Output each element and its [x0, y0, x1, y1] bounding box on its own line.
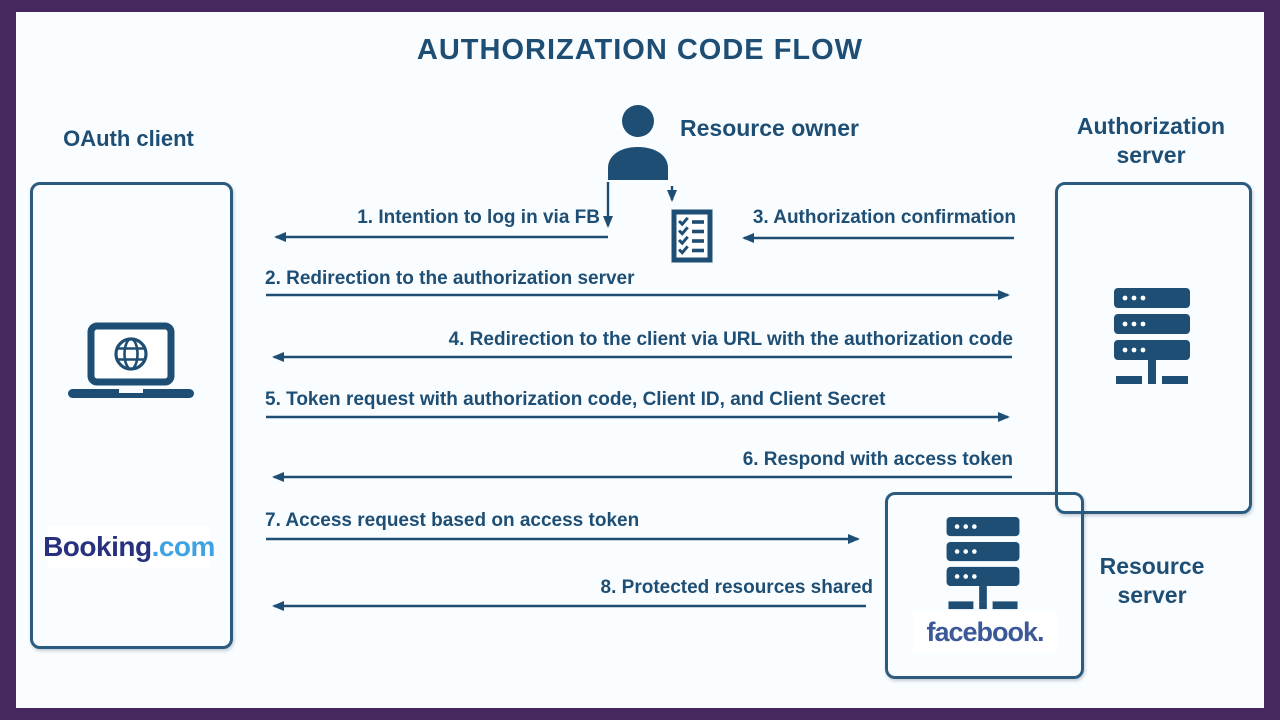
checklist-icon — [671, 209, 713, 263]
globe-icon — [114, 337, 148, 371]
laptop-icon — [66, 322, 196, 404]
step-5-label: 5. Token request with authorization code… — [265, 389, 886, 410]
step-4-label: 4. Redirection to the client via URL wit… — [448, 329, 1013, 350]
step-7-label: 7. Access request based on access token — [265, 510, 640, 531]
server-icon — [1113, 288, 1191, 386]
resource-server-label: Resource server — [1099, 553, 1205, 608]
booking-logo-light: .com — [151, 531, 216, 562]
booking-logo: Booking.com — [43, 526, 215, 568]
person-icon — [605, 104, 673, 180]
step-1-label: 1. Intention to log in via FB — [357, 207, 600, 228]
authorization-server-box — [1055, 182, 1252, 514]
step-6-label: 6. Respond with access token — [742, 449, 1013, 470]
oauth-client-box — [30, 182, 233, 649]
facebook-logo: facebook. — [913, 611, 1057, 653]
server-icon — [945, 517, 1021, 611]
authorization-server-label: Authorization server — [1076, 113, 1226, 168]
step-8-label: 8. Protected resources shared — [600, 577, 873, 598]
resource-server-box — [885, 492, 1084, 679]
step-2-label: 2. Redirection to the authorization serv… — [265, 268, 635, 289]
booking-logo-dark: Booking — [43, 531, 152, 562]
step-3-label: 3. Authorization confirmation — [752, 207, 1016, 228]
resource-owner-label: Resource owner — [680, 115, 859, 141]
oauth-client-label: OAuth client — [63, 126, 194, 151]
page-title: AUTHORIZATION CODE FLOW — [416, 34, 864, 66]
